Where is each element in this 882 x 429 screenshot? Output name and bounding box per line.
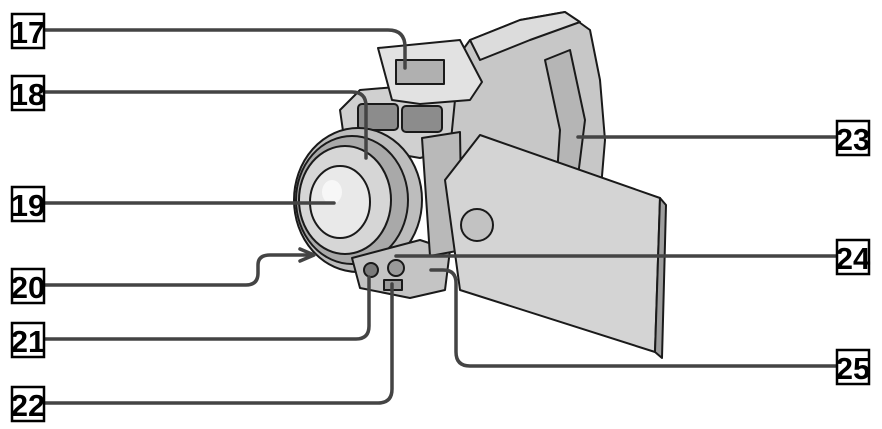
callout-20: 20 (10, 267, 46, 305)
callout-19-label: 19 (11, 188, 45, 223)
leader-25 (429, 268, 839, 368)
callout-24: 24 (835, 238, 871, 276)
lcd-panel-button (460, 208, 494, 242)
callout-21: 21 (10, 321, 46, 359)
callout-19: 19 (10, 185, 46, 223)
callout-25-label: 25 (836, 351, 870, 386)
flash-window (395, 59, 445, 85)
callout-23-label: 23 (836, 122, 870, 157)
lens-highlight (322, 180, 342, 204)
microphone-grille-right (401, 105, 443, 133)
callout-21-label: 21 (11, 324, 45, 359)
callout-24-label: 24 (836, 241, 871, 276)
small-sensor (363, 262, 379, 278)
microphone-grille-left (357, 103, 399, 131)
leader-17 (42, 28, 407, 70)
lcd-panel (444, 134, 661, 353)
leader-18 (42, 90, 368, 160)
small-jack (387, 259, 405, 277)
leader-22 (42, 282, 394, 405)
leader-20-arrowhead (298, 247, 316, 263)
camcorder-illustration (293, 11, 667, 359)
leader-lines (42, 28, 839, 405)
callout-25: 25 (835, 348, 871, 386)
leader-20 (42, 253, 314, 287)
camera-top-ridge (469, 11, 581, 61)
callout-23: 23 (835, 119, 871, 157)
callout-17: 17 (10, 12, 46, 50)
callout-18: 18 (10, 74, 46, 112)
callout-18-label: 18 (11, 77, 45, 112)
callout-22-label: 22 (11, 388, 45, 423)
callout-22: 22 (10, 385, 46, 423)
callout-20-label: 20 (11, 270, 45, 305)
lcd-panel-edge (654, 197, 667, 359)
leader-21 (42, 275, 371, 341)
callout-17-label: 17 (11, 15, 45, 50)
